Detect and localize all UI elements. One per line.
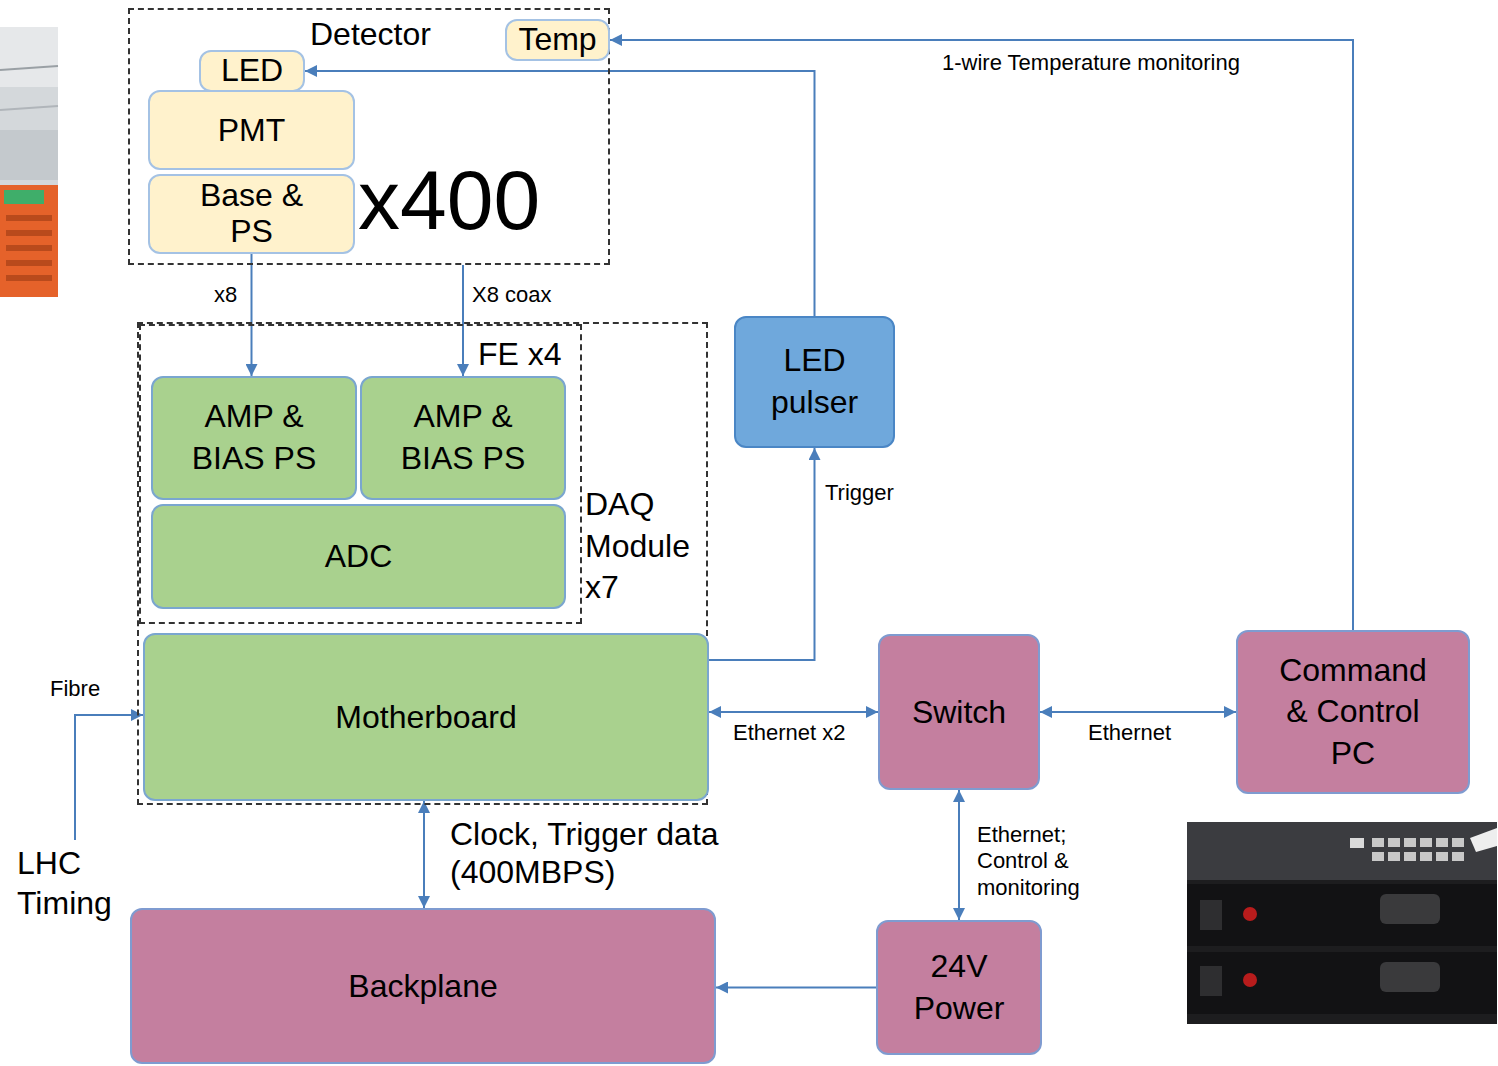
pmt-box: PMT — [148, 90, 355, 170]
timing-leader — [75, 715, 143, 840]
connector — [709, 448, 815, 660]
motherboard-box: Motherboard — [143, 633, 709, 801]
signal-label: Fibre — [50, 676, 100, 702]
daq-module-group: DAQ Module x7 FE x4 AMP & BIAS PS AMP & BIA… — [137, 322, 708, 805]
backplane-box: Backplane — [130, 908, 716, 1064]
base-box: Base & PS — [148, 174, 355, 254]
source-label: LHC Timing — [17, 843, 132, 923]
connector — [251, 254, 253, 376]
adc-box: ADC — [151, 504, 566, 609]
box-label: Switch — [912, 693, 1006, 731]
count-label: x400 — [358, 158, 540, 242]
connector — [1040, 711, 1236, 713]
connector-label: x8 — [214, 282, 237, 308]
connector-label: Ethernet x2 — [733, 720, 846, 746]
connector-label: 1-wire Temperature monitoring — [942, 50, 1240, 76]
connector-label: Clock, Trigger data (400MBPS) — [450, 815, 810, 892]
group-title: Detector — [310, 15, 431, 53]
group-title: FE x4 — [478, 335, 562, 373]
pc-box: Command & Control PC — [1236, 630, 1470, 794]
box-label: AMP & BIAS PS — [378, 396, 548, 479]
connector — [610, 40, 1353, 630]
detector-group: Detector x400 LED TempPMT Base & PS — [128, 8, 610, 265]
connector — [305, 71, 815, 316]
box-label: 24V Power — [897, 946, 1022, 1029]
connector — [462, 265, 464, 376]
temp-sensor-box: Temp — [505, 19, 610, 61]
power-box: 24V Power — [876, 920, 1042, 1055]
box-label: Backplane — [348, 967, 497, 1005]
lab-photo — [0, 27, 58, 297]
box-label: Base & PS — [192, 178, 312, 250]
box-label: LED pulser — [750, 340, 880, 423]
fe-group: FE x4 AMP & BIAS PS AMP & BIAS PS ADC — [139, 324, 582, 624]
box-label: Temp — [518, 23, 596, 57]
connector-label: X8 coax — [472, 282, 552, 308]
switch-box: Switch — [878, 634, 1040, 790]
connector — [958, 790, 960, 920]
box-label: LED — [221, 54, 283, 88]
connector-label: Trigger — [825, 480, 894, 506]
box-label: Command & Control PC — [1273, 650, 1433, 775]
box-label: AMP & BIAS PS — [169, 396, 339, 479]
box-label: ADC — [325, 537, 393, 575]
group-title: DAQ Module x7 — [585, 484, 710, 609]
led-box: LED — [199, 50, 305, 92]
box-label: PMT — [218, 111, 286, 149]
amp-box: AMP & BIAS PS — [151, 376, 357, 500]
connector — [716, 987, 876, 989]
amp-box: AMP & BIAS PS — [360, 376, 566, 500]
connector — [709, 711, 878, 713]
rack-photo — [1187, 822, 1497, 1024]
box-label: Motherboard — [335, 698, 516, 736]
connector-label: Ethernet — [1088, 720, 1171, 746]
connector-label: Ethernet; Control & monitoring — [977, 822, 1107, 901]
pulser-box: LED pulser — [734, 316, 895, 448]
connector — [423, 801, 425, 908]
